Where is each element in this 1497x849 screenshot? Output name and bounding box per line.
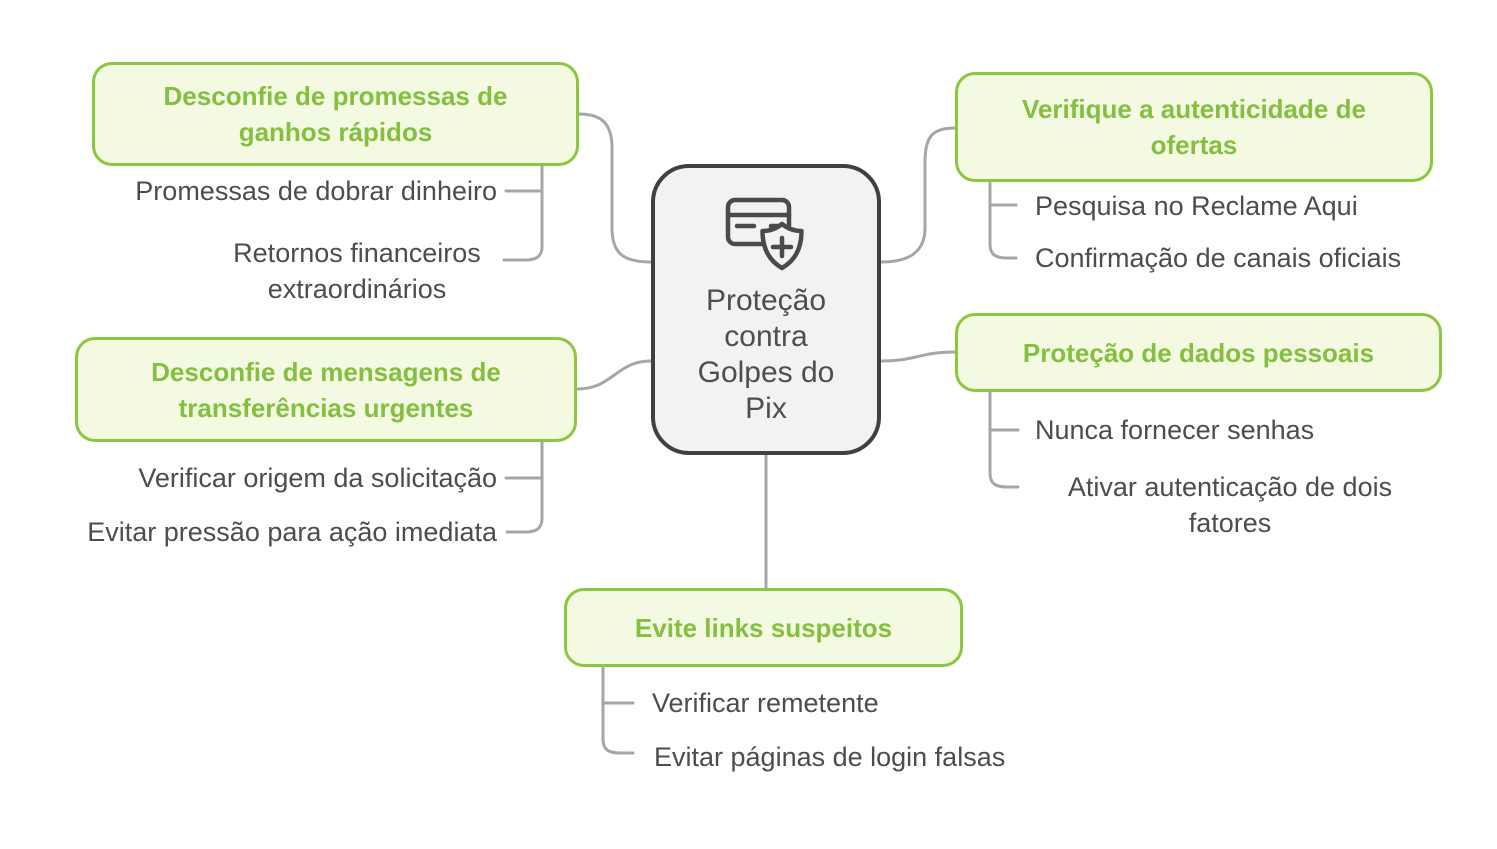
connector-center-branch4 — [879, 350, 957, 363]
connector-branch2-center — [575, 359, 653, 391]
child-node-canais-oficiais[interactable]: Confirmação de canais oficiais — [1035, 243, 1402, 273]
card-shield-plus-icon — [724, 194, 808, 281]
connector-branch1-children — [502, 164, 544, 262]
branch-node-promessas-ganhos[interactable]: Desconfie de promessas de ganhos rápidos — [92, 62, 579, 166]
connector-branch3-children — [988, 181, 1018, 260]
child-node-nunca-senhas[interactable]: Nunca fornecer senhas — [1035, 415, 1315, 445]
branch-title: Verifique a autenticidade de ofertas — [1022, 94, 1366, 160]
child-node-dobrar-dinheiro[interactable]: Promessas de dobrar dinheiro — [135, 176, 497, 206]
branch-title: Proteção de dados pessoais — [1022, 337, 1375, 368]
child-node-login-falsas[interactable]: Evitar páginas de login falsas — [654, 742, 1006, 772]
branch-title: Evite links suspeitos — [634, 612, 893, 643]
connector-branch1-center — [577, 112, 653, 264]
center-node-title: Proteção contra Golpes do Pix — [697, 284, 835, 425]
connector-center-branch3 — [879, 126, 957, 264]
child-node-dois-fatores[interactable]: Ativar autenticação de dois fatores — [1067, 472, 1393, 538]
center-node[interactable]: Proteção contra Golpes do Pix — [651, 164, 881, 455]
branch-node-dados-pessoais[interactable]: Proteção de dados pessoais — [955, 313, 1442, 392]
connector-branch4-children — [988, 390, 1020, 489]
branch-node-autenticidade-ofertas[interactable]: Verifique a autenticidade de ofertas — [955, 72, 1433, 182]
child-node-pressao-imediata[interactable]: Evitar pressão para ação imediata — [87, 517, 497, 547]
child-node-origem-solicitacao[interactable]: Verificar origem da solicitação — [138, 463, 497, 493]
child-node-reclame-aqui[interactable]: Pesquisa no Reclame Aqui — [1035, 191, 1358, 221]
child-node-verificar-remetente[interactable]: Verificar remetente — [652, 688, 879, 718]
branch-title: Desconfie de promessas de ganhos rápidos — [163, 81, 508, 147]
branch-title: Desconfie de mensagens de transferências… — [151, 356, 501, 423]
child-node-retornos-extraordinarios[interactable]: Retornos financeiros extraordinários — [233, 238, 481, 304]
connector-branch2-children — [505, 440, 544, 534]
branch-node-links-suspeitos[interactable]: Evite links suspeitos — [564, 588, 963, 667]
branch-node-mensagens-urgentes[interactable]: Desconfie de mensagens de transferências… — [75, 337, 577, 442]
connector-branch5-children — [601, 665, 635, 755]
